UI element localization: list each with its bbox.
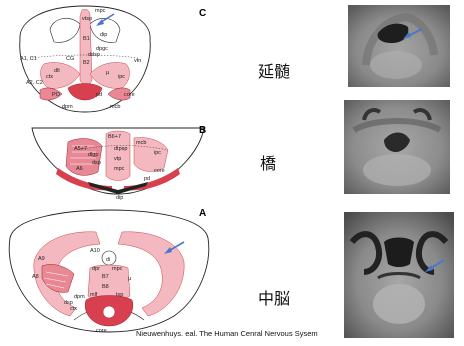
label-b-10: pd: [144, 176, 150, 182]
label-b-1: B6+7: [108, 134, 121, 140]
label-a-3: A9: [38, 256, 45, 262]
label-a-8: mpc: [112, 266, 123, 272]
label-a-13: core: [96, 328, 107, 334]
source-credit: Nieuwenhuys. eal. The Human Cenral Nervo…: [136, 329, 318, 338]
label-c-18: mcb: [110, 104, 120, 110]
mri-midbrain-image: [344, 212, 454, 338]
label-a-11: mlf: [90, 292, 98, 298]
panel-letter-a: A: [199, 208, 206, 219]
label-a-12: tsp: [116, 292, 123, 298]
label-a-7: dpr: [92, 266, 100, 272]
label-b-7: vtp: [114, 156, 121, 162]
panel-letter-b: B: [199, 125, 206, 136]
label-c-10: ctx: [46, 74, 53, 80]
label-c-13: ddsp: [88, 52, 100, 58]
mri-pons-image: [344, 100, 450, 194]
label-a-9: dpm: [74, 294, 85, 300]
label-c-14: vtn: [134, 58, 141, 64]
label-b-12: mpc: [114, 166, 125, 172]
label-c-17: core: [124, 92, 135, 98]
label-b-3: mcb: [136, 140, 146, 146]
diagram-c-svg: mpc dpgc vtsp dlt B1 B2 A1, C1 A2, C2 PO…: [10, 0, 160, 118]
region-label-pons: 橋: [260, 150, 276, 174]
label-b-2: dlgp: [88, 152, 98, 158]
label-b-8: A6: [76, 166, 83, 172]
region-label-medulla: 延髄: [258, 58, 290, 82]
label-b-11: dip: [116, 195, 123, 200]
label-c-12: dip: [100, 32, 107, 38]
label-b-5: dsp: [92, 160, 101, 166]
label-c-19: dpm: [62, 104, 73, 110]
label-a-1: di: [106, 257, 110, 263]
label-a-14: ctx: [70, 306, 77, 312]
label-b-4: ipc: [154, 150, 161, 156]
diagram-a-svg: A10 di A8 A9 µ B7 B8 dpr mpc dpm dsp mlf…: [4, 208, 214, 336]
label-c-16: pd: [96, 92, 102, 98]
mri-medulla-image: [348, 5, 450, 87]
label-c-2: vtsp: [82, 16, 92, 22]
diagram-b-pons: A5+7 B6+7 dlgp mcb ipc dsp dtpsp vtp A6 …: [28, 120, 208, 200]
diagram-b-svg: A5+7 B6+7 dlgp mcb ipc dsp dtpsp vtp A6 …: [28, 120, 208, 200]
label-b-6: dtpsp: [114, 146, 127, 152]
panel-letter-c: C: [199, 8, 206, 19]
label-c-15: ipc: [118, 74, 125, 80]
label-b-0: A5+7: [74, 146, 87, 152]
label-c-7: A2, C2: [26, 80, 43, 86]
label-a-6: B8: [102, 284, 109, 290]
label-c-0: mpc: [95, 8, 106, 14]
label-a-2: A8: [32, 274, 39, 280]
label-a-0: A10: [90, 248, 100, 254]
label-c-5: B2: [83, 60, 90, 66]
label-a-5: B7: [102, 274, 109, 280]
region-label-midbrain: 中脳: [258, 285, 290, 309]
diagram-c-medulla: mpc dpgc vtsp dlt B1 B2 A1, C1 A2, C2 PO…: [10, 0, 160, 118]
diagram-a-midbrain: A10 di A8 A9 µ B7 B8 dpr mpc dpm dsp mlf…: [4, 208, 214, 336]
label-c-8: PO: [52, 92, 61, 98]
label-c-6: A1, C1: [20, 56, 37, 62]
label-c-9: CG: [66, 56, 74, 62]
label-c-3: dlt: [54, 68, 60, 74]
label-c-4: B1: [83, 36, 90, 42]
label-b-9: core: [154, 168, 165, 174]
